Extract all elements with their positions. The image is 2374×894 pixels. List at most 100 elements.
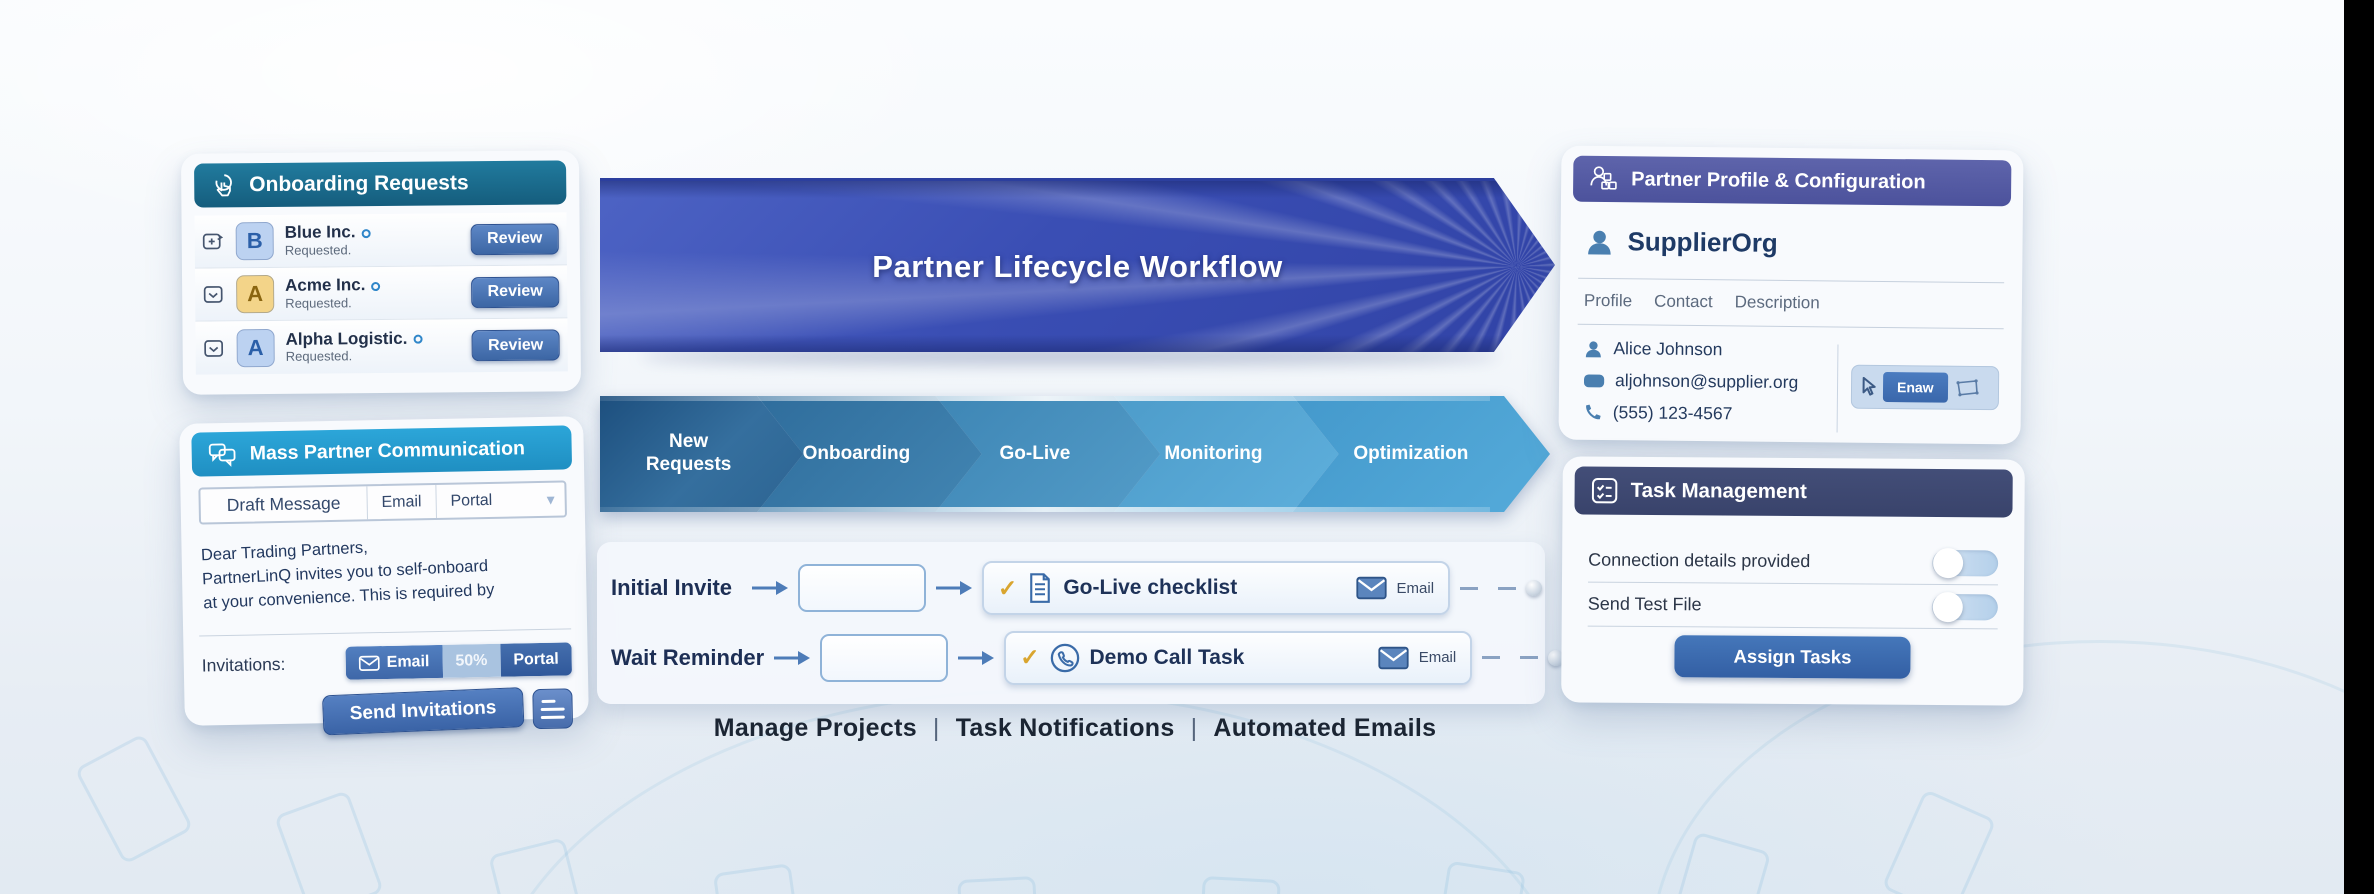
invitation-channel-segments: Email 50% Portal	[345, 642, 573, 680]
phone-icon	[1586, 404, 1601, 419]
task-card-title: Demo Call Task	[1089, 645, 1245, 669]
workflow-label: Wait Reminder	[611, 644, 765, 670]
contact-details: Alice Johnson aljohnson@supplier.org (55…	[1583, 338, 1799, 425]
partner-profile-header: Partner Profile & Configuration	[1572, 155, 2012, 207]
profile-toolbar: Enaw	[1850, 364, 2000, 411]
onboarding-row[interactable]: B Blue Inc. Requested. Review	[194, 212, 567, 269]
mass-communication-header: Mass Partner Communication	[191, 425, 573, 477]
inbox-check-icon	[204, 339, 224, 357]
user-icon	[1585, 340, 1601, 357]
invitations-label: Invitations:	[201, 653, 286, 676]
partner-config-icon	[1590, 166, 1617, 190]
segment-portal[interactable]: Portal	[500, 642, 573, 677]
partner-status: Requested.	[285, 294, 352, 311]
endpoint-dot	[1548, 649, 1565, 666]
profile-tool-button[interactable]: Enaw	[1882, 371, 1948, 403]
chat-bubbles-icon	[208, 443, 236, 467]
background-card-shape	[1197, 876, 1281, 894]
lifecycle-banner-arrow: Partner Lifecycle Workflow	[600, 178, 1555, 352]
toggle-knob	[1932, 591, 1963, 622]
onboarding-row[interactable]: A Alpha Logistic. Requested. Review	[195, 318, 568, 375]
connector-line	[1460, 587, 1479, 590]
divider	[1577, 323, 2004, 330]
background-card-shape	[957, 876, 1041, 894]
tab-profile[interactable]: Profile	[1583, 290, 1633, 311]
lifecycle-stages-bar: New Requests Onboarding Go-Live Monitori…	[600, 396, 1550, 512]
review-button[interactable]: Review	[470, 222, 559, 255]
info-badge-icon	[413, 334, 423, 344]
flow-arrow-icon	[752, 581, 789, 596]
send-test-file-toggle[interactable]	[1931, 591, 1998, 622]
feature-caption: Manage Projects|Task Notifications|Autom…	[600, 714, 1550, 743]
envelope-icon	[358, 655, 380, 671]
onboarding-requests-panel: Onboarding Requests B Blue Inc. Requeste…	[180, 150, 582, 395]
click-hand-icon	[215, 173, 232, 196]
segment-email[interactable]: Email	[345, 644, 443, 680]
panel-title: Partner Profile & Configuration	[1631, 167, 1926, 193]
review-button[interactable]: Review	[471, 329, 560, 362]
panel-title: Task Management	[1630, 478, 1807, 504]
checklist-icon	[1591, 477, 1618, 504]
tab-contact[interactable]: Contact	[1654, 291, 1713, 312]
toggle-row-send-test-file: Send Test File	[1587, 582, 1998, 630]
cursor-icon[interactable]	[1859, 376, 1877, 397]
connector-line	[1498, 587, 1517, 590]
info-badge-icon	[371, 281, 381, 291]
envelope-filled-icon	[1355, 577, 1387, 600]
draft-message-body[interactable]: Dear Trading Partners, PartnerLinQ invit…	[201, 528, 554, 616]
send-invitations-button[interactable]: Send Invitations	[322, 687, 525, 736]
caption-item: Task Notifications	[955, 714, 1175, 742]
email-action-label: Email	[1396, 579, 1435, 597]
document-icon	[1030, 573, 1051, 604]
toggle-row-connection-details: Connection details provided	[1587, 538, 1999, 586]
partner-status: Requested.	[284, 241, 352, 258]
tab-portal[interactable]: Portal	[450, 491, 493, 510]
tab-description[interactable]: Description	[1734, 292, 1820, 313]
divider	[199, 628, 572, 637]
onboarding-requests-header: Onboarding Requests	[194, 160, 567, 208]
add-request-icon	[202, 233, 224, 250]
partner-name: Acme Inc.	[285, 275, 366, 296]
divider	[1836, 344, 1839, 433]
connection-details-toggle[interactable]	[1932, 547, 1999, 578]
toggle-knob	[1933, 547, 1964, 578]
task-card-demo-call[interactable]: ✓ Demo Call Task Email	[1004, 630, 1473, 685]
workflow-row-initial-invite: Initial Invite ✓ Go-Live checklist	[611, 561, 1543, 616]
partner-name: Blue Inc.	[284, 222, 356, 243]
polygon-select-icon[interactable]	[1954, 377, 1980, 399]
check-icon: ✓	[998, 574, 1018, 601]
inbox-check-icon	[203, 286, 223, 303]
info-badge-icon	[361, 228, 371, 238]
list-options-button[interactable]	[532, 688, 574, 730]
task-card-golive-checklist[interactable]: ✓ Go-Live checklist Email	[982, 561, 1451, 616]
workflow-rows-panel: Initial Invite ✓ Go-Live checklist	[597, 542, 1565, 704]
contact-email-row: aljohnson@supplier.org	[1583, 370, 1798, 393]
stage-new-requests[interactable]: New Requests	[600, 396, 803, 512]
partner-profile-panel: Partner Profile & Configuration Supplier…	[1558, 145, 2024, 445]
right-edge-black-strip	[2344, 0, 2374, 894]
task-management-panel: Task Management Connection details provi…	[1561, 456, 2025, 706]
task-management-header: Task Management	[1574, 466, 2013, 518]
tab-draft-message[interactable]: Draft Message	[200, 486, 368, 523]
banner-shadow	[640, 348, 1500, 364]
review-button[interactable]: Review	[471, 275, 560, 308]
chevron-down-icon[interactable]: ▾	[546, 491, 555, 509]
organization-user-icon	[1588, 230, 1611, 255]
mail-icon	[1583, 373, 1605, 387]
toggle-label: Connection details provided	[1588, 549, 1811, 572]
envelope-filled-icon	[1378, 646, 1409, 669]
profile-tabs: Profile Contact Description	[1584, 291, 1820, 313]
phone-call-icon	[1050, 643, 1079, 672]
flow-arrow-icon	[958, 650, 995, 665]
empty-step-box[interactable]	[820, 633, 949, 682]
segment-percent[interactable]: 50%	[442, 643, 501, 678]
partner-avatar: A	[236, 274, 275, 314]
toggle-label: Send Test File	[1587, 593, 1702, 615]
empty-step-box[interactable]	[798, 564, 927, 613]
onboarding-row[interactable]: A Acme Inc. Requested. Review	[194, 265, 568, 322]
tab-email[interactable]: Email	[367, 484, 437, 520]
endpoint-dot	[1526, 580, 1543, 597]
flow-arrow-icon	[936, 581, 973, 596]
divider	[1578, 277, 2005, 284]
assign-tasks-button[interactable]: Assign Tasks	[1674, 635, 1911, 679]
